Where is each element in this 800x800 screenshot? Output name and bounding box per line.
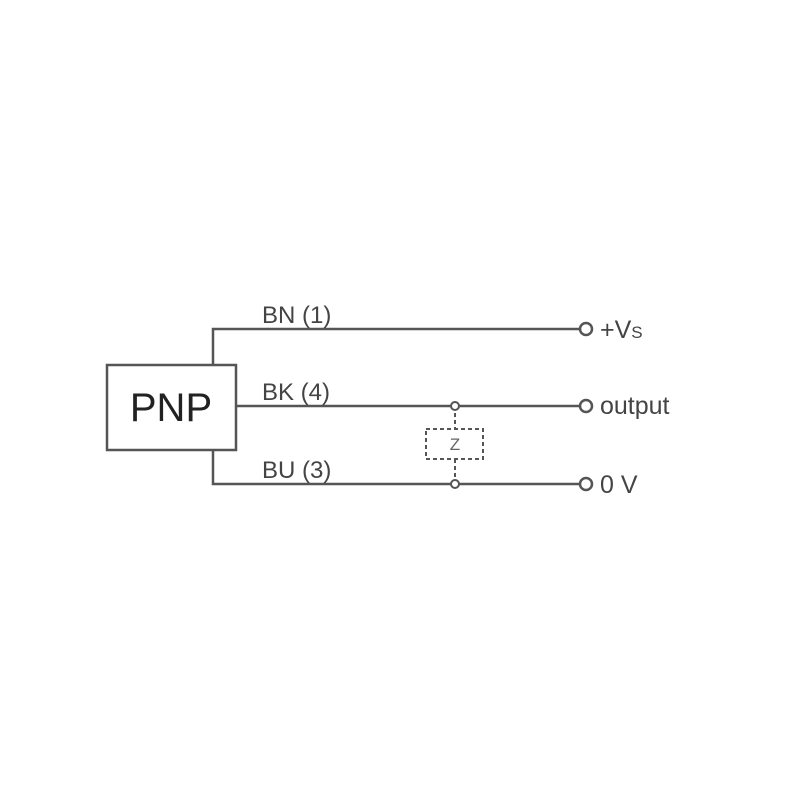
terminal-label-vs-sub: S: [631, 323, 642, 342]
terminal-label-0v: 0 V: [600, 471, 638, 499]
terminal-label-output: output: [600, 392, 670, 420]
junction-dot-output: [450, 401, 460, 411]
wire-label-bk: BK (4): [262, 379, 330, 406]
load-label: Z: [450, 435, 460, 454]
terminal-label-vs: +VS: [600, 316, 643, 344]
terminal-0v: [578, 476, 594, 492]
wire-bn: [211, 327, 580, 365]
device-label: PNP: [130, 386, 212, 430]
wire-label-bu: BU (3): [262, 457, 331, 484]
junction-dot-ground: [450, 479, 460, 489]
terminal-output: [578, 398, 594, 414]
wire-label-bn: BN (1): [262, 302, 331, 329]
device-box: [105, 363, 238, 452]
terminal-label-vs-main: +V: [600, 316, 632, 344]
terminal-vs: [578, 321, 594, 337]
